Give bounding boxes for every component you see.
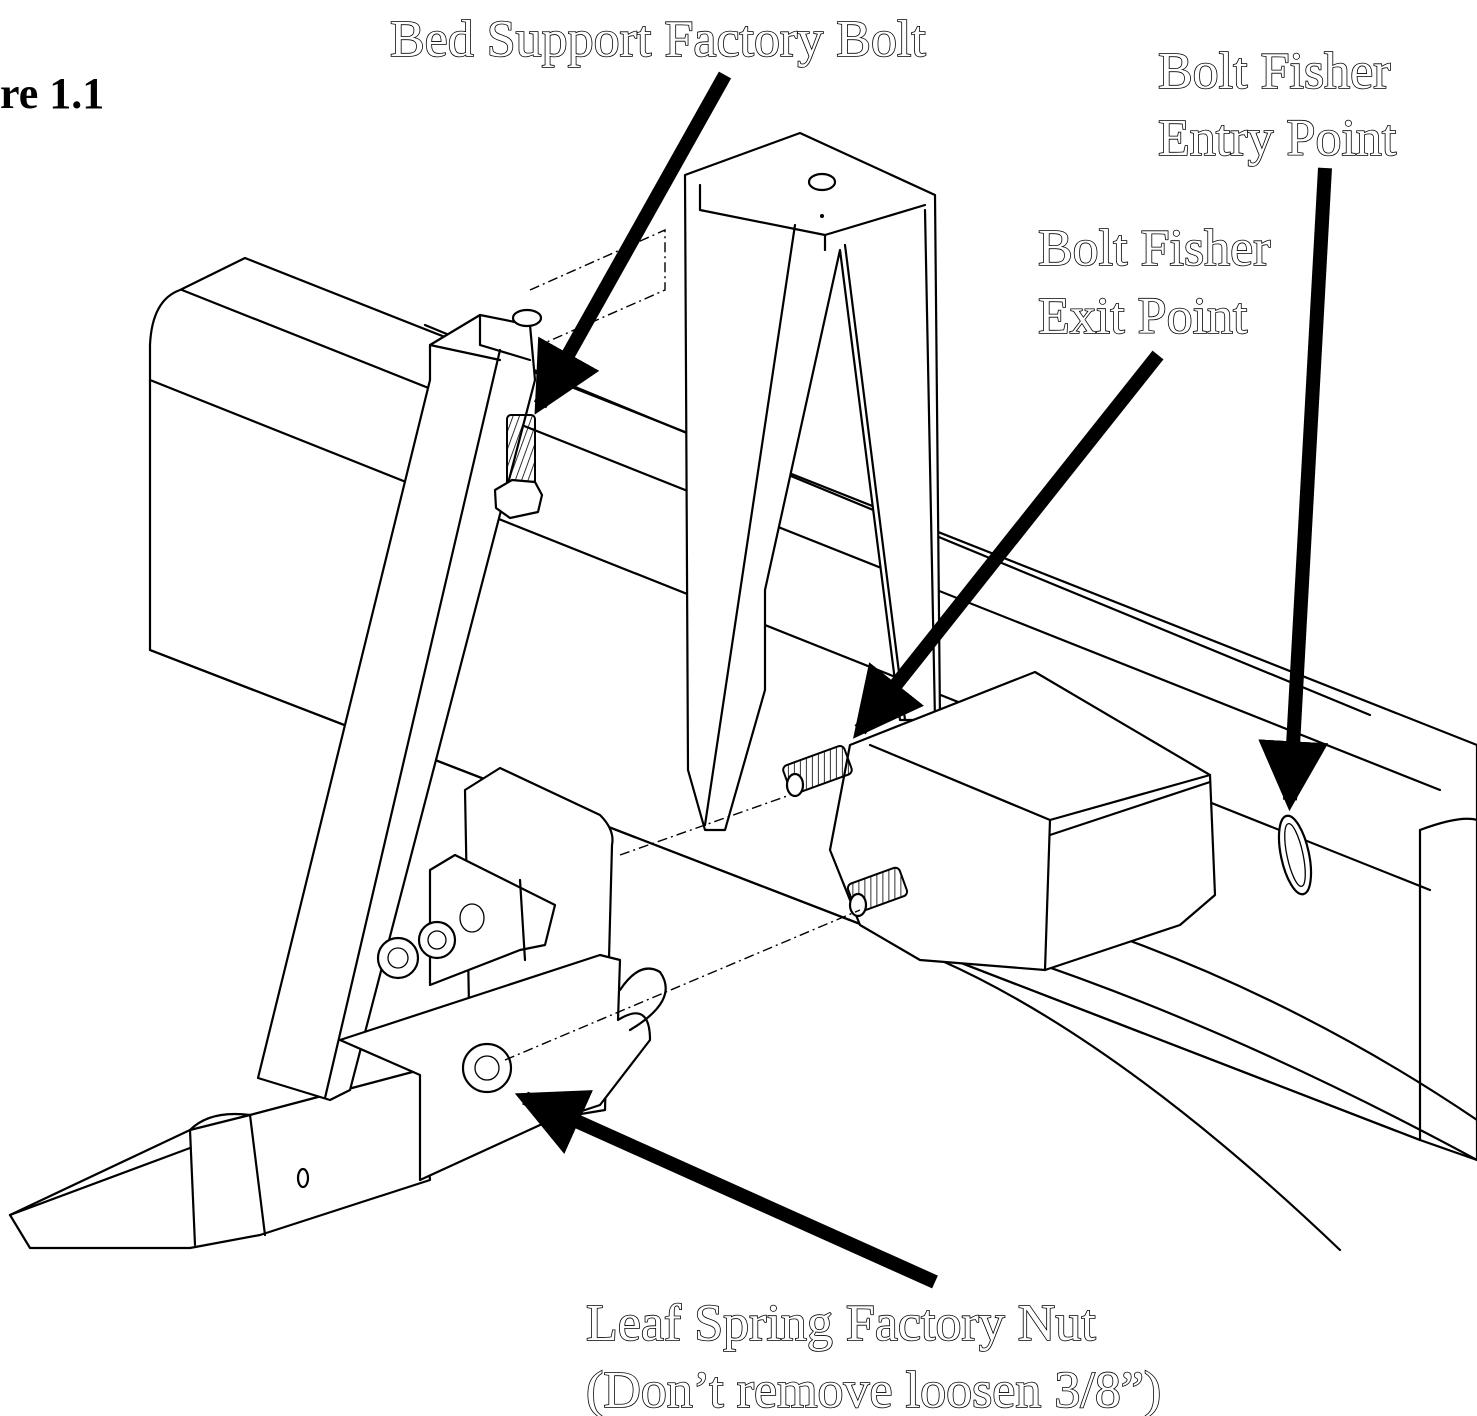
- frame-drawing: [8, 131, 1477, 1252]
- label-bed-support-bolt: Bed Support Factory Bolt: [390, 11, 926, 68]
- label-bolt-fisher-exit-line2: Exit Point: [1038, 288, 1248, 345]
- label-leaf-spring-nut-line2: (Don’t remove loosen 3/8”): [586, 1362, 1161, 1416]
- bed-support-arm: [256, 228, 666, 1102]
- tall-bracket: [683, 131, 942, 832]
- label-bolt-fisher-entry-line1: Bolt Fisher: [1158, 43, 1391, 100]
- bed-support-bolt: [493, 414, 544, 520]
- alignment-line-lower: [504, 909, 861, 1061]
- figure-label: re 1.1: [0, 69, 104, 118]
- arrow-bed-support-bolt: [533, 71, 732, 415]
- spacer-block: [828, 670, 1217, 972]
- arrow-leaf-spring-nut: [514, 1090, 938, 1289]
- label-bolt-fisher-entry-line2: Entry Point: [1158, 110, 1397, 167]
- bottom-tube: [8, 1068, 432, 1250]
- callout-arrows: [514, 71, 1332, 1289]
- arrow-bolt-fisher-entry: [1258, 167, 1332, 812]
- label-bolt-fisher-exit-line1: Bolt Fisher: [1038, 220, 1271, 277]
- label-leaf-spring-nut-line1: Leaf Spring Factory Nut: [586, 1295, 1096, 1352]
- arrow-bolt-fisher-exit: [853, 350, 1164, 739]
- exit-bolt: [782, 745, 853, 798]
